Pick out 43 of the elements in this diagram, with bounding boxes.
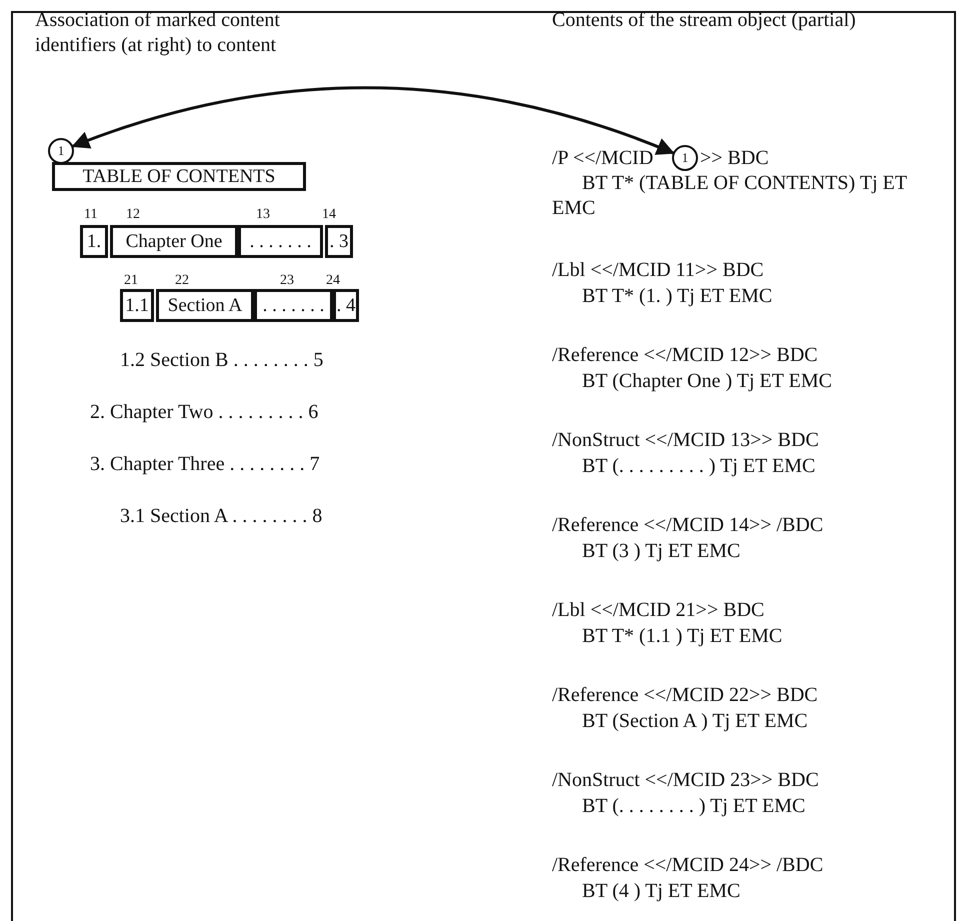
code-line: BT T* (1.1 ) Tj ET EMC — [582, 624, 782, 649]
content-box: . 3 — [325, 225, 353, 258]
code-line: BT (. . . . . . . . ) Tj ET EMC — [582, 794, 806, 819]
content-box: TABLE OF CONTENTS — [52, 162, 306, 191]
callout-number: 23 — [280, 272, 294, 290]
heading: Contents of the stream object (partial) — [552, 8, 856, 33]
content-box: 1.1 — [120, 289, 154, 322]
content-box: . . . . . . . — [254, 289, 333, 322]
content-box: Chapter One — [110, 225, 238, 258]
callout-number: 24 — [326, 272, 340, 290]
marker-circle: 1 — [672, 145, 698, 171]
code-line: /Lbl <</MCID 11>> BDC — [552, 258, 764, 283]
toc-entry: 1.2 Section B . . . . . . . . 5 — [120, 348, 324, 373]
callout-number: 14 — [322, 206, 336, 224]
content-box: 1. — [80, 225, 108, 258]
double-headed-arrow — [71, 86, 675, 156]
code-line: BT (3 ) Tj ET EMC — [582, 539, 740, 564]
code-line: /NonStruct <</MCID 23>> BDC — [552, 768, 819, 793]
callout-number: 11 — [84, 206, 98, 224]
toc-entry: 3.1 Section A . . . . . . . . 8 — [120, 504, 322, 529]
code-line: /Reference <</MCID 22>> BDC — [552, 683, 818, 708]
code-line: BT (Section A ) Tj ET EMC — [582, 709, 808, 734]
code-line: BT T* (1. ) Tj ET EMC — [582, 284, 772, 309]
code-line: BT (. . . . . . . . . ) Tj ET EMC — [582, 454, 816, 479]
code-line: /Reference <</MCID 14>> /BDC — [552, 513, 824, 538]
content-box: . 4 — [333, 289, 359, 322]
code-line: BT (Chapter One ) Tj ET EMC — [582, 369, 832, 394]
code-line: /NonStruct <</MCID 13>> BDC — [552, 428, 819, 453]
code-line: /Reference <</MCID 24>> /BDC — [552, 853, 824, 878]
code-line: BT (4 ) Tj ET EMC — [582, 879, 740, 904]
code-line: /P <</MCID — [552, 146, 654, 171]
callout-number: 12 — [126, 206, 140, 224]
toc-entry: 3. Chapter Three . . . . . . . . 7 — [90, 452, 320, 477]
callout-number: 13 — [256, 206, 270, 224]
code-line: BT T* (TABLE OF CONTENTS) Tj ET EMC — [552, 171, 908, 221]
code-line: >> BDC — [700, 146, 769, 171]
code-line: /Reference <</MCID 12>> BDC — [552, 343, 818, 368]
toc-entry: 2. Chapter Two . . . . . . . . . 6 — [90, 400, 318, 425]
callout-number: 21 — [124, 272, 138, 290]
callout-number: 22 — [175, 272, 189, 290]
content-box: Section A — [156, 289, 254, 322]
content-box: . . . . . . . — [238, 225, 323, 258]
code-line: /Lbl <</MCID 21>> BDC — [552, 598, 764, 623]
